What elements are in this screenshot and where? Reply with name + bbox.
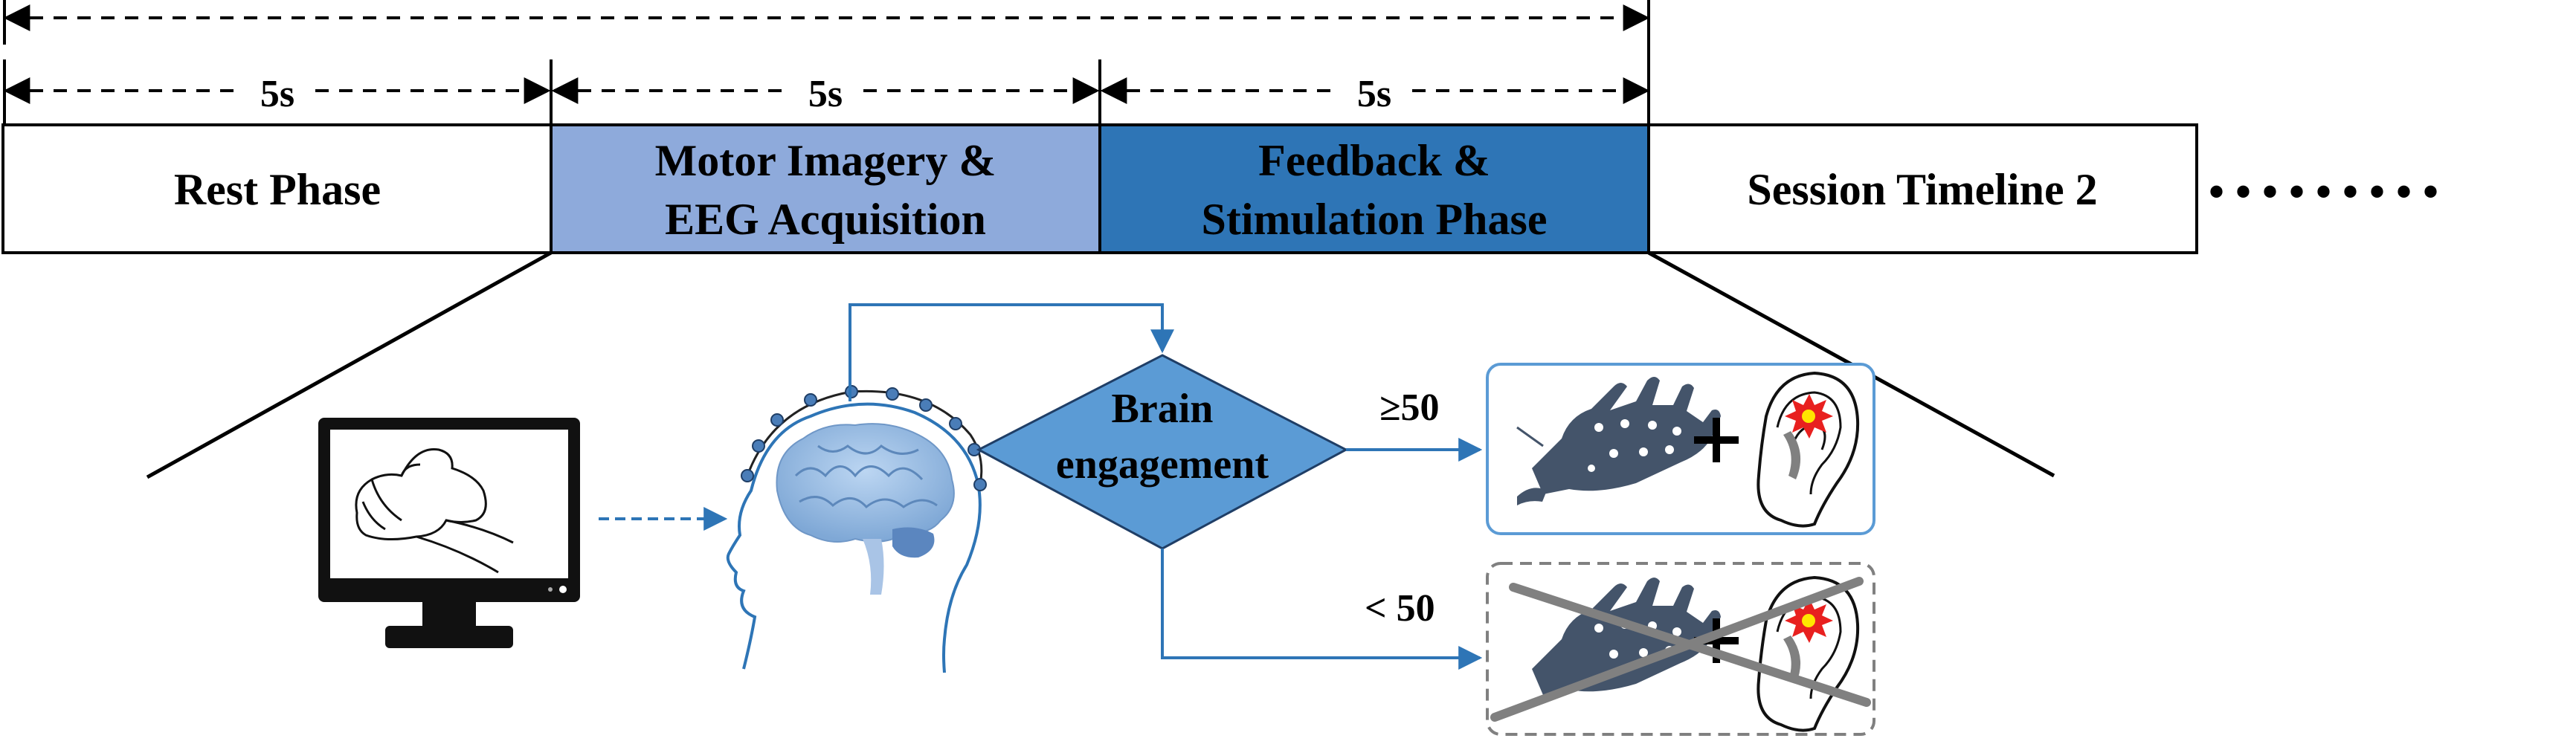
ear-stimulation-icon <box>1756 371 1860 528</box>
phase-label-motor-imagery-line2: EEG Acquisition <box>665 195 986 244</box>
eeg-to-decision-arrow <box>849 303 1174 401</box>
zoom-line-left <box>146 250 553 479</box>
timeline-continuation-ellipsis: • • • • • • • • • <box>2209 167 2438 216</box>
duration-label-rest: 5s <box>260 73 294 115</box>
cross-out-icon <box>1490 577 1871 722</box>
robotic-glove-icon <box>1516 377 1721 505</box>
decision-label-line2: engagement <box>1056 442 1269 488</box>
duration-label-motor-imagery: 5s <box>808 73 843 115</box>
duration-label-feedback: 5s <box>1357 73 1391 115</box>
decision-label-line1: Brain <box>1112 386 1214 432</box>
phase-label-motor-imagery-line1: Motor Imagery & <box>655 136 996 185</box>
phase-box-session-2 <box>1647 123 2198 254</box>
hand-image-icon <box>355 447 514 574</box>
low-threshold-label: < 50 <box>1365 587 1435 630</box>
phase-label-feedback-line2: Stimulation Phase <box>1201 195 1547 244</box>
phase-label-session-2: Session Timeline 2 <box>1747 165 2097 214</box>
low-engagement-arrow <box>1161 549 1483 670</box>
monitor-icon <box>318 418 580 648</box>
phase-label-rest: Rest Phase <box>174 165 381 214</box>
head-brain-eeg-icon <box>726 385 987 673</box>
plus-icon <box>1694 418 1739 462</box>
plus-icon-inactive <box>1694 618 1739 663</box>
phase-label-feedback-line1: Feedback & <box>1258 136 1490 185</box>
high-threshold-label: ≥50 <box>1379 387 1440 429</box>
